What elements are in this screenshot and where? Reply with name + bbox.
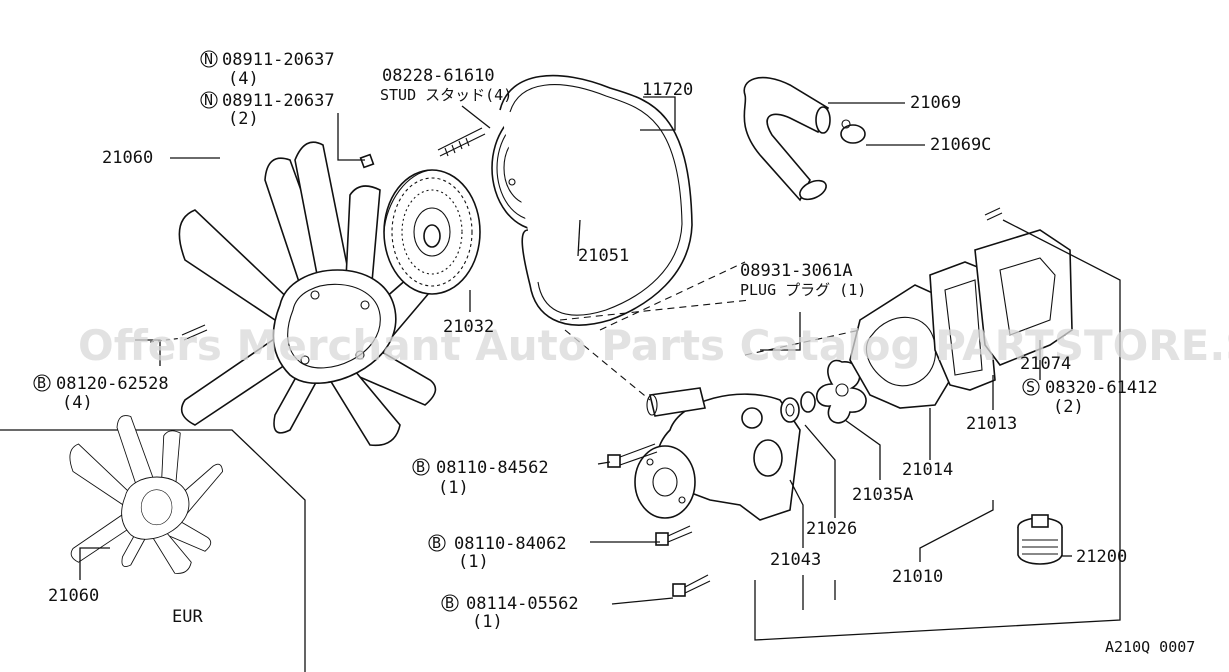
bolt-b4-circle-marker [441, 594, 459, 612]
bolt-b2-circle-marker [412, 458, 430, 476]
watermark: Offers Merchant Auto Parts Catalog PARTS… [78, 321, 1229, 370]
eur-fan-number: 21060 [48, 586, 99, 606]
drive-belt [499, 74, 693, 326]
diagram-code: A210Q 0007 [1105, 638, 1195, 656]
bolt-b4-number: 08114-05562 [466, 594, 579, 614]
bolt-s-circle-marker [1022, 378, 1040, 396]
thermostat [1017, 514, 1063, 565]
bolt-08114 [672, 574, 711, 597]
pump-housing [929, 261, 996, 391]
nut-a-circle-marker [200, 50, 218, 68]
stud-number: 08228-61610 [382, 66, 495, 86]
housing-number: 21013 [966, 414, 1017, 434]
belt-number: 11720 [642, 80, 693, 100]
bolt-08120 [149, 324, 208, 343]
hose-clamp [840, 119, 866, 144]
nut-a-qty: (4) [228, 69, 259, 89]
stud-bolt [359, 127, 486, 169]
eur-cooling-fan [69, 415, 224, 574]
fan-number: 21060 [102, 148, 153, 168]
bolt-b1-prefix: B [37, 374, 46, 392]
nut-a-prefix: N [204, 50, 213, 68]
bolt-b1-number: 08120-62528 [56, 374, 169, 394]
bolt-b2-number: 08110-84562 [436, 458, 549, 478]
region-label: EUR [172, 607, 203, 627]
thermostat-number: 21200 [1076, 547, 1127, 567]
nut-b-prefix: N [204, 91, 213, 109]
bolt-b3-circle-marker [428, 534, 446, 552]
eur-inset-frame [0, 429, 306, 672]
bolt-b3-number: 08110-84062 [454, 534, 567, 554]
bolt-b3-qty: (1) [458, 552, 489, 572]
plug-desc: PLUG プラグ (1) [740, 281, 866, 299]
fan-coupling [383, 169, 481, 295]
pump-impeller [815, 359, 867, 424]
clamp-number: 21069C [930, 135, 991, 155]
water-pump [634, 387, 801, 521]
pump-seal [780, 391, 816, 423]
assembly-number: 21010 [892, 567, 943, 587]
seal-number: 21026 [806, 519, 857, 539]
housing-bolt [984, 207, 1003, 221]
cooling-fan [178, 141, 458, 447]
bolt-s-number: 08320-61412 [1045, 378, 1158, 398]
bolt-s-prefix: S [1026, 378, 1035, 396]
plug-number: 08931-3061A [740, 261, 853, 281]
part-labels: N 08911-20637 (4) N 08911-20637 (2) 0822… [33, 50, 1195, 656]
hose-number: 21069 [910, 93, 961, 113]
outer-gasket-number: 21074 [1020, 354, 1071, 374]
bolt-b2-prefix: B [416, 458, 425, 476]
nut-a-number: 08911-20637 [222, 50, 335, 70]
bolt-b1-qty: (4) [62, 393, 93, 413]
leader-lines [79, 96, 1121, 641]
outer-gasket [974, 229, 1073, 366]
bolt-s-qty: (2) [1053, 397, 1084, 417]
gasket-number: 21014 [902, 460, 953, 480]
pump-number: 21043 [770, 550, 821, 570]
assembly-dashed-lines [559, 261, 861, 401]
nut-b-circle-marker [200, 91, 218, 109]
nut-b-number: 08911-20637 [222, 91, 335, 111]
bolt-b4-prefix: B [445, 594, 454, 612]
radiator-hose [743, 76, 831, 202]
bolt-b1-circle-marker [33, 374, 51, 392]
bolt-08110-84562 [607, 443, 658, 468]
impeller-number: 21035A [852, 485, 913, 505]
nut-b-qty: (2) [228, 109, 259, 129]
pulley-number: 21051 [578, 246, 629, 266]
bolt-b4-qty: (1) [472, 612, 503, 632]
stud-desc: STUD スタッド(4) [380, 86, 512, 104]
bolt-b2-qty: (1) [438, 478, 469, 498]
bolt-08110-84062 [655, 525, 693, 546]
pump-gasket [849, 284, 951, 409]
coupling-number: 21032 [443, 317, 494, 337]
bolt-b3-prefix: B [432, 534, 441, 552]
